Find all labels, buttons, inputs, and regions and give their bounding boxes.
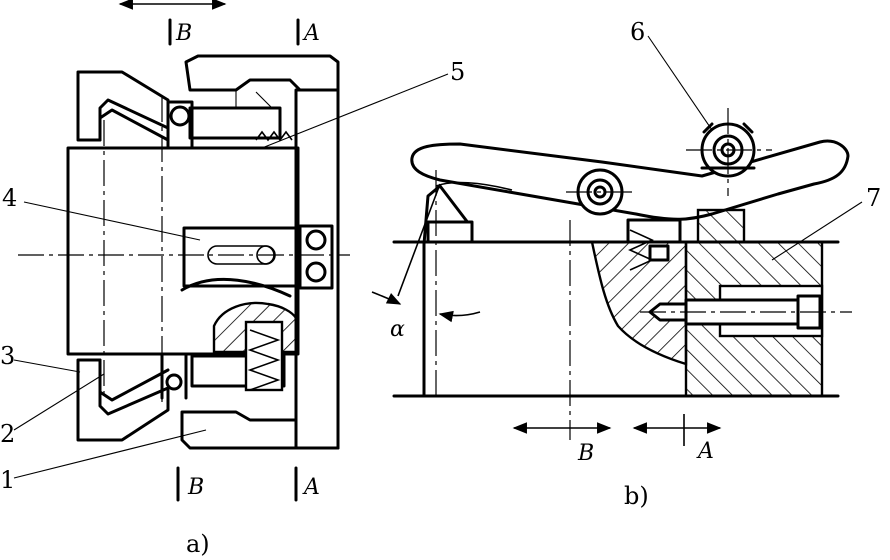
leader-1 — [13, 429, 207, 479]
callout-1: 1 — [0, 466, 15, 494]
callout-5: 5 — [450, 58, 465, 86]
lever-arm — [410, 139, 850, 221]
angle-alpha: α — [390, 317, 405, 342]
callout-3: 3 — [0, 342, 15, 370]
plunger-hole-upper — [305, 229, 327, 251]
plunger-hole-lower — [305, 261, 327, 283]
section-mark-a-bottom: A — [302, 475, 320, 500]
callout-4: 4 — [2, 184, 17, 212]
lower-slider — [190, 354, 286, 388]
section-mark-b-bottom: B — [187, 475, 204, 500]
lower-pin — [165, 373, 183, 391]
leader-5 — [261, 73, 449, 149]
upper-pin — [169, 105, 191, 127]
leader-3 — [13, 359, 81, 373]
section-mark-b-top: B — [175, 21, 192, 46]
arrow-label-b: B — [577, 441, 594, 466]
arrow-label-a: A — [696, 439, 714, 464]
upper-jaw-hook — [98, 108, 170, 142]
bolt-tip — [648, 302, 688, 322]
callout-6: 6 — [630, 18, 645, 46]
upper-jaw-outer — [76, 70, 170, 142]
lower-spring — [247, 329, 281, 391]
lever-spring — [628, 229, 654, 271]
top-block — [696, 208, 746, 244]
leader-7 — [771, 201, 863, 261]
view-label-a: a) — [186, 530, 210, 558]
plunger-head — [298, 224, 334, 290]
upper-clamp-bar — [184, 54, 340, 92]
view-label-b: b) — [624, 482, 649, 510]
view-a: B A B A 4 5 3 2 1 a) — [0, 0, 465, 558]
lower-clamp-bar — [180, 410, 298, 450]
angle-line — [397, 183, 441, 297]
view-b: α B A 6 7 b) — [371, 18, 881, 510]
section-mark-a-top: A — [302, 21, 320, 46]
upper-spring — [255, 130, 293, 142]
leader-2 — [13, 373, 105, 431]
callout-7: 7 — [866, 184, 881, 212]
leader-4 — [23, 201, 201, 241]
break-line — [180, 277, 292, 298]
plunger — [182, 226, 302, 288]
support-block — [422, 184, 474, 398]
lower-jaw-outer — [76, 358, 170, 442]
upper-slider — [188, 106, 282, 140]
callout-2: 2 — [0, 420, 15, 448]
leader-6 — [647, 35, 713, 131]
housing-section — [590, 240, 688, 366]
